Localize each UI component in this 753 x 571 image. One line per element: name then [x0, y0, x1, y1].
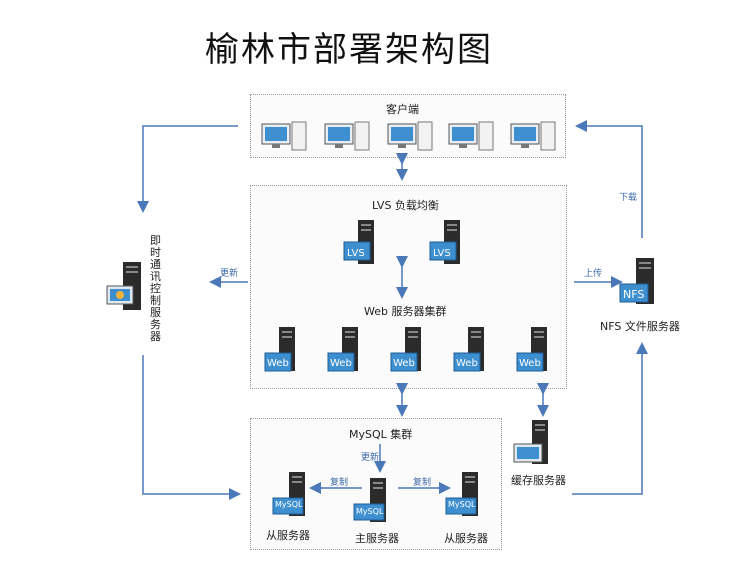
lvs-label: LVS 负载均衡	[372, 199, 439, 212]
nfs-text: NFS	[623, 288, 645, 301]
arrow-cache-to-nfs	[572, 342, 648, 495]
diagram-title: 榆林市部署架构图	[205, 30, 493, 70]
clients-label: 客户端	[386, 103, 419, 116]
nfs-label: NFS 文件服务器	[600, 320, 680, 333]
master-label: 主服务器	[355, 532, 399, 545]
mysql-update-label: 更新	[361, 453, 380, 463]
arrow-im-to-mysql	[142, 355, 241, 500]
lvs-text-2: LVS	[433, 248, 451, 259]
web-text-3: Web	[393, 358, 415, 369]
web-text-1: Web	[267, 358, 289, 369]
web-text-2: Web	[330, 358, 352, 369]
nfs-download-label: 下载	[619, 193, 638, 203]
nfs-server	[619, 258, 654, 304]
cache-label: 缓存服务器	[511, 474, 566, 487]
mysql-text-master: MySQL	[356, 507, 384, 516]
web-servers	[264, 327, 547, 372]
lvs-text-1: LVS	[347, 248, 365, 259]
nfs-upload-label: 上传	[584, 269, 603, 279]
arrow-clients-to-im	[137, 125, 238, 213]
cache-server	[513, 420, 548, 464]
replicate-right-label: 复制	[413, 478, 432, 488]
mysql-text-slave-left: MySQL	[275, 500, 303, 509]
web-cluster-label: Web 服务器集群	[364, 305, 447, 318]
lvs-servers	[343, 220, 460, 264]
web-text-5: Web	[519, 358, 541, 369]
slave-right-label: 从服务器	[444, 532, 488, 545]
arrow-nfs-to-clients	[575, 120, 643, 238]
im-label: 即时通讯控制服务器	[150, 234, 161, 343]
slave-left-label: 从服务器	[266, 529, 310, 542]
web-text-4: Web	[456, 358, 478, 369]
mysql-text-slave-right: MySQL	[448, 500, 476, 509]
replicate-left-label: 复制	[330, 478, 349, 488]
im-update-label: 更新	[220, 269, 239, 279]
im-server	[106, 262, 141, 310]
mysql-servers	[272, 472, 478, 522]
client-computers	[261, 121, 556, 151]
mysql-cluster-label: MySQL 集群	[349, 428, 413, 441]
